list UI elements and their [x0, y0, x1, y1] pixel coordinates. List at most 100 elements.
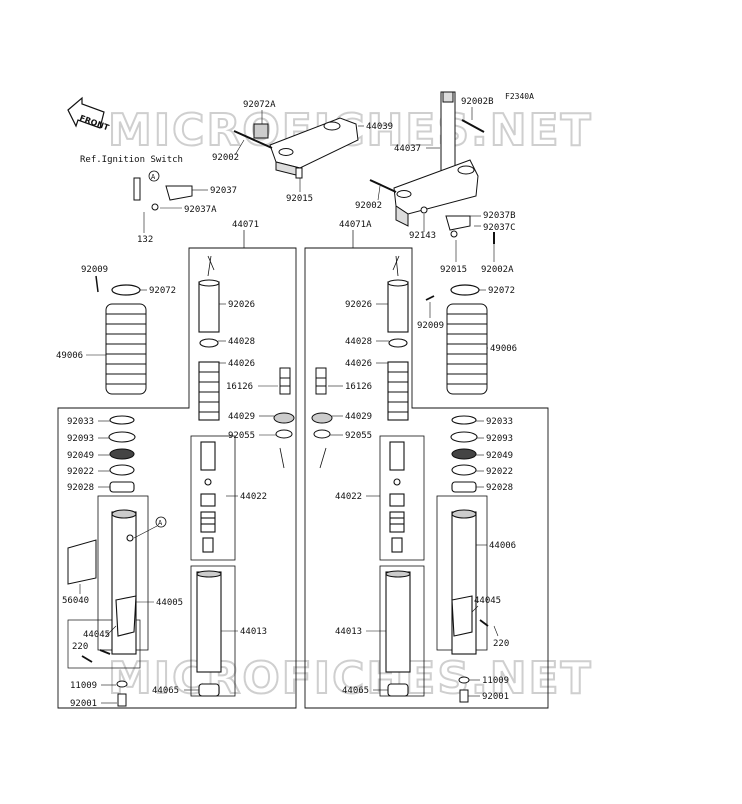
label-92002-top: 92002	[212, 153, 239, 163]
upper-bracket	[253, 117, 359, 179]
callout-a-ignition-label: A	[151, 173, 156, 181]
label-l92009: 92009	[81, 265, 108, 275]
outer-tube-right	[451, 509, 477, 655]
label-c44029: 44029	[228, 412, 255, 422]
cap-44029-left	[273, 412, 295, 439]
label-d92026: 92026	[345, 300, 372, 310]
label-l11009: 11009	[70, 681, 97, 691]
label-d44013: 44013	[335, 627, 362, 637]
label-r92009: 92009	[417, 321, 444, 331]
washer-11009-right	[458, 676, 470, 684]
label-r220: 220	[493, 639, 509, 649]
label-l92028: 92028	[67, 483, 94, 493]
fork-boot-right	[446, 303, 488, 395]
label-l44005: 44005	[156, 598, 183, 608]
watermark-bottom: MICROFICHES.NET	[108, 653, 593, 704]
bracket-92037B	[420, 206, 471, 238]
sticker-56040	[67, 539, 97, 585]
label-l92093: 92093	[67, 434, 94, 444]
front-arrow-icon: FRONT	[67, 96, 111, 133]
label-d44026: 44026	[345, 359, 372, 369]
ignition-bracket	[133, 177, 193, 211]
left-bolt-box	[67, 619, 141, 669]
cap-44029-right	[311, 412, 333, 439]
right-cartridge-box	[379, 435, 425, 561]
label-44037: 44037	[394, 144, 421, 154]
ref-ignition-note: Ref.Ignition Switch	[80, 155, 183, 165]
cartridge-right	[385, 279, 411, 697]
outer-tube-left	[111, 509, 137, 655]
callout-a-ignition	[148, 170, 160, 182]
label-r92033: 92033	[486, 417, 513, 427]
label-c92055: 92055	[228, 431, 255, 441]
seal-stack-right	[450, 415, 478, 493]
left-fork-boundary	[57, 247, 297, 709]
label-92015-top: 92015	[286, 194, 313, 204]
label-l44045: 44045	[83, 630, 110, 640]
valve-16126-left	[279, 367, 291, 395]
callout-a-tube-label: A	[158, 519, 163, 527]
callout-a-tube	[155, 516, 167, 528]
label-d44065: 44065	[342, 686, 369, 696]
label-92072A: 92072A	[243, 100, 276, 110]
washer-11009-left	[116, 680, 128, 688]
label-44039: 44039	[366, 122, 393, 132]
label-c16126: 16126	[226, 382, 253, 392]
label-92143: 92143	[409, 231, 436, 241]
label-l92001: 92001	[70, 699, 97, 709]
label-c44028: 44028	[228, 337, 255, 347]
label-c44065: 44065	[152, 686, 179, 696]
label-d44029: 44029	[345, 412, 372, 422]
seal-stack-left	[108, 415, 136, 493]
label-l92033: 92033	[67, 417, 94, 427]
bolt-92002-right	[369, 179, 397, 193]
label-d92055: 92055	[345, 431, 372, 441]
left-cartridge-box	[190, 435, 236, 561]
cartridge-left	[196, 279, 222, 697]
label-c92026: 92026	[228, 300, 255, 310]
label-l92072: 92072	[149, 286, 176, 296]
label-d16126: 16126	[345, 382, 372, 392]
label-132: 132	[137, 235, 153, 245]
label-l92022: 92022	[67, 467, 94, 477]
clamp-92072-right	[450, 284, 480, 296]
label-r92093: 92093	[486, 434, 513, 444]
label-r11009: 11009	[482, 676, 509, 686]
label-92002B: 92002B	[461, 97, 494, 107]
label-r92001: 92001	[482, 692, 509, 702]
label-l92049: 92049	[67, 451, 94, 461]
label-92002A: 92002A	[481, 265, 514, 275]
label-r49006: 49006	[490, 344, 517, 354]
figure-code: F2340A	[505, 92, 534, 101]
label-92037C: 92037C	[483, 223, 516, 233]
right-fork-boundary	[304, 247, 549, 709]
label-l56040: 56040	[62, 596, 89, 606]
label-92002-right: 92002	[355, 201, 382, 211]
label-r44045: 44045	[474, 596, 501, 606]
label-l220: 220	[72, 642, 88, 652]
label-r92022: 92022	[486, 467, 513, 477]
clamp-92072-left	[111, 284, 141, 296]
label-92037B: 92037B	[483, 211, 516, 221]
valve-16126-right	[315, 367, 327, 395]
label-l49006: 49006	[56, 351, 83, 361]
label-d44028: 44028	[345, 337, 372, 347]
box-label-left: 44071	[232, 220, 259, 230]
steering-stem	[393, 91, 479, 227]
box-label-right: 44071A	[339, 220, 372, 230]
label-c44022: 44022	[240, 492, 267, 502]
label-d44022: 44022	[335, 492, 362, 502]
fork-boot-left	[105, 303, 147, 395]
bolt-92001-left	[117, 693, 127, 707]
label-c44026: 44026	[228, 359, 255, 369]
label-r92028: 92028	[486, 483, 513, 493]
label-c44013: 44013	[240, 627, 267, 637]
label-92037: 92037	[210, 186, 237, 196]
label-92015-right: 92015	[440, 265, 467, 275]
bolt-92002B	[461, 119, 485, 133]
bolt-92002-top	[233, 130, 273, 149]
label-92037A: 92037A	[184, 205, 217, 215]
label-r92072: 92072	[488, 286, 515, 296]
